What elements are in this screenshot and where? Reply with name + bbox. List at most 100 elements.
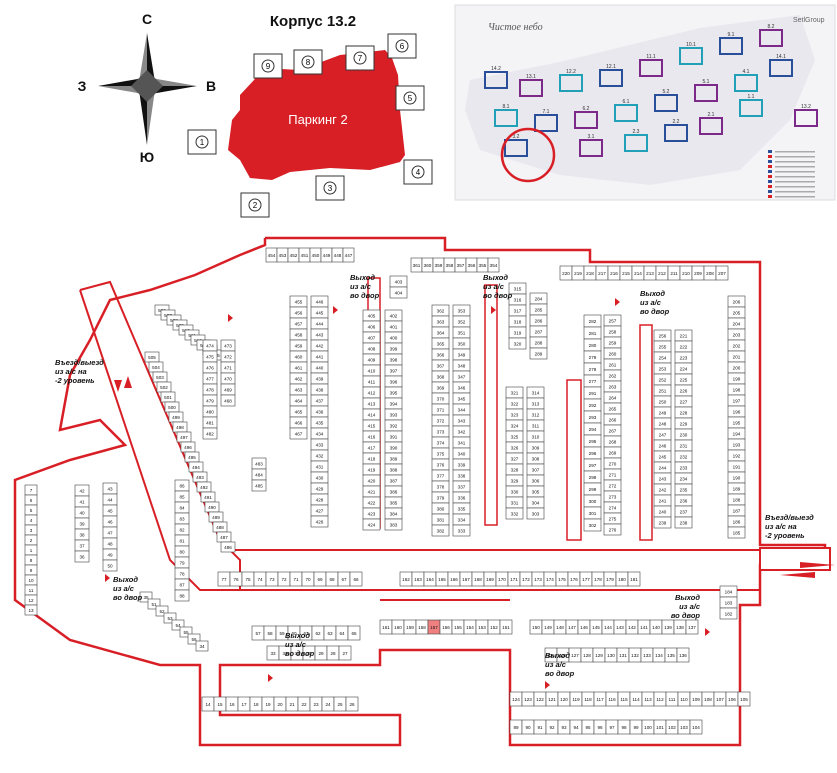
parking-space[interactable]: 285 bbox=[529, 303, 548, 316]
parking-space[interactable]: 187 bbox=[727, 504, 746, 517]
parking-space[interactable]: 102 bbox=[665, 719, 679, 735]
parking-space[interactable]: 336 bbox=[452, 491, 471, 504]
parking-space[interactable]: 326 bbox=[505, 441, 524, 454]
parking-space[interactable]: 68 bbox=[325, 571, 339, 587]
parking-space[interactable]: 112 bbox=[653, 691, 667, 707]
parking-space[interactable]: 93 bbox=[557, 719, 571, 735]
parking-space[interactable]: 464 bbox=[289, 394, 308, 407]
parking-space[interactable]: 365 bbox=[431, 337, 450, 350]
parking-space[interactable]: 452 bbox=[287, 247, 300, 263]
parking-space[interactable]: 393 bbox=[384, 408, 403, 421]
parking-space[interactable]: 398 bbox=[384, 353, 403, 366]
parking-space[interactable]: 88 bbox=[174, 589, 190, 602]
parking-space[interactable]: 421 bbox=[362, 485, 381, 498]
parking-space[interactable]: 340 bbox=[452, 447, 471, 460]
parking-space[interactable]: 29 bbox=[314, 645, 328, 661]
parking-space[interactable]: 111 bbox=[665, 691, 679, 707]
parking-space[interactable]: 432 bbox=[310, 449, 329, 462]
parking-space[interactable]: 52 bbox=[155, 605, 169, 617]
parking-space[interactable]: 456 bbox=[289, 306, 308, 319]
parking-space[interactable]: 22 bbox=[297, 696, 311, 712]
parking-space[interactable]: 386 bbox=[384, 485, 403, 498]
parking-space[interactable]: 500 bbox=[164, 401, 180, 413]
parking-space[interactable]: 247 bbox=[653, 428, 672, 441]
parking-space[interactable]: 225 bbox=[674, 373, 693, 386]
parking-space[interactable]: 203 bbox=[727, 328, 746, 341]
parking-space[interactable]: 294 bbox=[583, 422, 602, 436]
parking-space[interactable]: 491 bbox=[200, 491, 216, 503]
parking-space[interactable]: 483 bbox=[251, 457, 267, 470]
parking-space[interactable]: 236 bbox=[674, 494, 693, 507]
parking-space[interactable]: 470 bbox=[220, 372, 236, 385]
parking-space[interactable]: 57 bbox=[251, 625, 265, 641]
parking-space[interactable]: 471 bbox=[220, 361, 236, 374]
parking-space[interactable]: 123 bbox=[521, 691, 535, 707]
parking-space[interactable]: 323 bbox=[505, 408, 524, 421]
parking-space[interactable]: 269 bbox=[603, 446, 622, 459]
parking-space[interactable]: 410 bbox=[362, 364, 381, 377]
parking-space[interactable]: 13 bbox=[24, 604, 38, 616]
parking-space[interactable]: 95 bbox=[581, 719, 595, 735]
parking-space[interactable]: 28 bbox=[326, 645, 340, 661]
parking-space[interactable]: 419 bbox=[362, 463, 381, 476]
parking-space[interactable]: 409 bbox=[362, 353, 381, 366]
parking-space[interactable]: 344 bbox=[452, 403, 471, 416]
parking-space[interactable]: 25 bbox=[333, 696, 347, 712]
parking-space[interactable]: 266 bbox=[603, 413, 622, 426]
parking-space[interactable]: 487 bbox=[216, 531, 232, 543]
parking-space[interactable]: 329 bbox=[505, 474, 524, 487]
parking-space[interactable]: 51 bbox=[147, 598, 161, 610]
parking-space[interactable]: 351 bbox=[452, 326, 471, 339]
parking-space[interactable]: 215 bbox=[619, 265, 633, 281]
parking-space[interactable]: 219 bbox=[571, 265, 585, 281]
parking-space[interactable]: 197 bbox=[727, 394, 746, 407]
parking-space[interactable]: 301 bbox=[583, 506, 602, 520]
parking-space[interactable]: 453 bbox=[276, 247, 289, 263]
parking-space[interactable]: 129 bbox=[592, 647, 606, 663]
parking-space[interactable]: 446 bbox=[310, 295, 329, 308]
parking-space[interactable]: 357 bbox=[454, 257, 467, 273]
parking-space[interactable]: 477 bbox=[202, 372, 218, 385]
parking-space[interactable]: 16 bbox=[225, 696, 239, 712]
parking-space[interactable]: 423 bbox=[362, 507, 381, 520]
parking-space[interactable]: 138 bbox=[673, 619, 687, 635]
parking-space[interactable]: 309 bbox=[526, 441, 545, 454]
parking-space[interactable]: 258 bbox=[603, 325, 622, 338]
parking-space[interactable]: 172 bbox=[519, 571, 533, 587]
parking-space[interactable]: 81 bbox=[174, 534, 190, 547]
parking-space[interactable]: 173 bbox=[531, 571, 545, 587]
parking-space[interactable]: 178 bbox=[591, 571, 605, 587]
parking-space[interactable]: 445 bbox=[310, 306, 329, 319]
parking-space[interactable]: 322 bbox=[505, 397, 524, 410]
parking-space[interactable]: 92 bbox=[545, 719, 559, 735]
parking-space[interactable]: 153 bbox=[475, 619, 489, 635]
parking-space[interactable]: 342 bbox=[452, 425, 471, 438]
parking-space[interactable]: 429 bbox=[310, 482, 329, 495]
parking-space[interactable]: 296 bbox=[583, 446, 602, 460]
parking-space[interactable]: 220 bbox=[559, 265, 573, 281]
parking-space[interactable]: 399 bbox=[384, 342, 403, 355]
parking-space[interactable]: 437 bbox=[310, 394, 329, 407]
parking-space[interactable]: 391 bbox=[384, 430, 403, 443]
parking-space[interactable]: 378 bbox=[431, 480, 450, 493]
parking-space[interactable]: 292 bbox=[583, 398, 602, 412]
parking-space[interactable]: 39 bbox=[74, 517, 90, 530]
parking-space[interactable]: 159 bbox=[403, 619, 417, 635]
parking-space[interactable]: 450 bbox=[309, 247, 322, 263]
parking-space[interactable]: 459 bbox=[289, 339, 308, 352]
parking-space[interactable]: 1 bbox=[24, 544, 38, 556]
parking-space[interactable]: 210 bbox=[679, 265, 693, 281]
parking-space[interactable]: 503 bbox=[152, 371, 168, 383]
parking-space[interactable]: 67 bbox=[337, 571, 351, 587]
parking-space[interactable]: 192 bbox=[727, 449, 746, 462]
parking-space[interactable]: 9 bbox=[24, 564, 38, 576]
parking-space[interactable]: 34 bbox=[195, 640, 209, 652]
parking-space[interactable]: 150 bbox=[529, 619, 543, 635]
parking-space[interactable]: 444 bbox=[310, 317, 329, 330]
parking-space[interactable]: 304 bbox=[526, 496, 545, 509]
parking-space[interactable]: 86 bbox=[174, 479, 190, 492]
parking-space[interactable]: 6 bbox=[24, 494, 38, 506]
parking-space[interactable]: 411 bbox=[362, 375, 381, 388]
parking-space[interactable]: 416 bbox=[362, 430, 381, 443]
parking-space[interactable]: 193 bbox=[727, 438, 746, 451]
